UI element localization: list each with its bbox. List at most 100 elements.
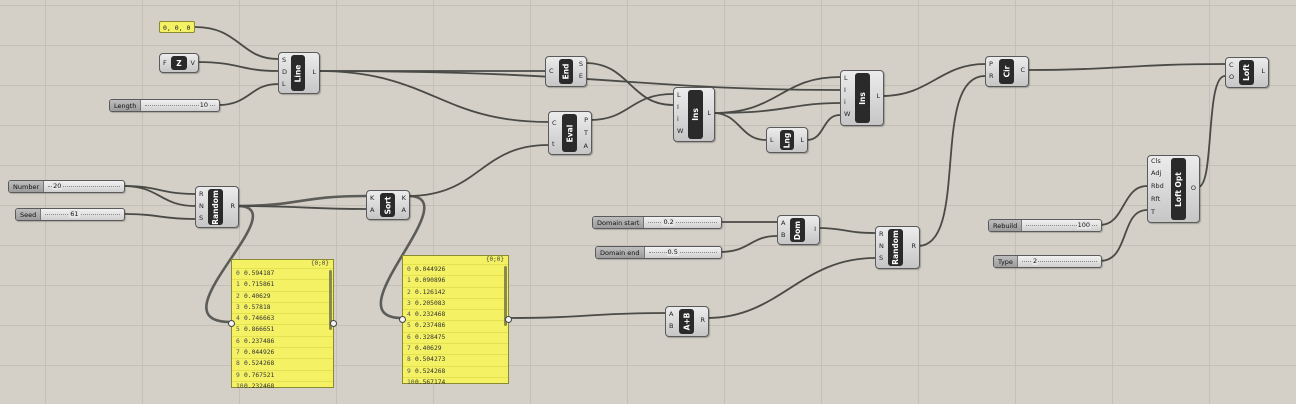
line-input-l[interactable]: L xyxy=(282,80,286,88)
panel-row-index: 6 xyxy=(236,337,240,345)
unit-z-input-f[interactable]: F xyxy=(163,59,167,67)
loftopt-input-cls[interactable]: Cls xyxy=(1151,157,1161,165)
cir-input-r[interactable]: R xyxy=(989,72,994,80)
loftopt-output-o[interactable]: O xyxy=(1190,184,1196,192)
line-input-d[interactable]: D xyxy=(282,68,288,76)
wire-z-to-line-d xyxy=(196,61,279,72)
rebuild-slider[interactable]: Rebuild 100 xyxy=(988,219,1102,232)
insert-items-component-1[interactable]: L I i W Ins L xyxy=(673,87,715,142)
loftopt-input-rft[interactable]: Rft xyxy=(1151,195,1161,203)
eval-input-c[interactable]: C xyxy=(552,119,557,127)
ins1-input-i[interactable]: I xyxy=(677,103,679,111)
aplusb-input-a[interactable]: A xyxy=(669,310,674,318)
wire-sort-to-eval xyxy=(407,144,549,197)
loft-input-c[interactable]: C xyxy=(1229,61,1234,69)
ins1-input-w[interactable]: W xyxy=(677,127,684,135)
domain-end-slider-track[interactable]: 0.5 xyxy=(645,247,721,258)
random-component-2[interactable]: R N S Random R xyxy=(875,226,920,269)
dom-input-b[interactable]: B xyxy=(781,231,786,239)
end-output-s[interactable]: S xyxy=(578,60,583,68)
circle-component[interactable]: P R Cir C xyxy=(985,56,1029,87)
loft-options-component[interactable]: Cls Adj Rbd Rft T Loft Opt O xyxy=(1147,155,1200,223)
evaluate-curve-component[interactable]: C t Eval P T A xyxy=(548,111,592,155)
cir-input-p[interactable]: P xyxy=(989,60,993,68)
sort-list-component[interactable]: K A Sort K A xyxy=(366,190,410,220)
lng-input-l[interactable]: L xyxy=(770,136,774,144)
ins2-input-i[interactable]: I xyxy=(844,86,846,94)
ins2-input-l[interactable]: L xyxy=(844,74,848,82)
dom-input-a[interactable]: A xyxy=(781,219,786,227)
ins2-input-w[interactable]: W xyxy=(844,110,851,118)
list-length-component[interactable]: L Lng L xyxy=(766,127,808,153)
seed-slider[interactable]: Seed 61 xyxy=(15,208,125,221)
ins2-input-i2[interactable]: i xyxy=(844,98,846,106)
panel2-output-grip[interactable] xyxy=(505,316,512,323)
end-points-component[interactable]: C End S E xyxy=(545,56,587,87)
number-slider-track[interactable]: 20 xyxy=(44,181,124,192)
panel-row-index: 1 xyxy=(236,281,240,289)
number-slider[interactable]: Number 20 xyxy=(8,180,125,193)
loftopt-input-t[interactable]: T xyxy=(1151,208,1155,216)
ins1-input-l[interactable]: L xyxy=(677,91,681,99)
sort-input-k[interactable]: K xyxy=(370,194,375,202)
random1-input-n[interactable]: N xyxy=(199,202,204,210)
cir-output-c[interactable]: C xyxy=(1020,66,1025,74)
length-slider-track[interactable]: 10 xyxy=(141,100,219,111)
eval-output-p[interactable]: P xyxy=(584,116,588,124)
random1-input-s[interactable]: S xyxy=(199,214,204,222)
line-input-s[interactable]: S xyxy=(282,56,287,64)
sort-output-a[interactable]: A xyxy=(401,206,406,214)
panel2-scrollbar[interactable] xyxy=(504,266,507,326)
eval-output-a[interactable]: A xyxy=(583,142,588,150)
dom-output-i[interactable]: I xyxy=(814,225,816,233)
aplusb-input-b[interactable]: B xyxy=(669,322,674,330)
loftopt-input-adj[interactable]: Adj xyxy=(1151,169,1162,177)
panel1-scrollbar[interactable] xyxy=(329,270,332,330)
loft-output-l[interactable]: L xyxy=(1261,67,1265,75)
insert-items-component-2[interactable]: L I i W Ins L xyxy=(840,70,884,126)
random1-input-r[interactable]: R xyxy=(199,190,204,198)
end-input-c[interactable]: C xyxy=(549,67,554,75)
end-output-e[interactable]: E xyxy=(578,72,583,80)
sort-input-a[interactable]: A xyxy=(370,206,375,214)
unit-z-output-v[interactable]: V xyxy=(190,59,195,67)
panel1-input-grip[interactable] xyxy=(228,320,235,327)
point-panel[interactable]: 0, 0, 0 xyxy=(159,21,195,33)
loft-component[interactable]: C O Loft L xyxy=(1225,57,1269,88)
wire-point-to-line-s xyxy=(194,26,279,60)
ins2-output-l[interactable]: L xyxy=(876,92,880,100)
eval-input-t[interactable]: t xyxy=(552,140,555,148)
random1-output-r[interactable]: R xyxy=(230,202,235,210)
loftopt-input-rbd[interactable]: Rbd xyxy=(1151,182,1164,190)
line-output-l[interactable]: L xyxy=(312,68,316,76)
unit-z-component[interactable]: F Z V xyxy=(159,53,199,73)
domain-start-slider-track[interactable]: 0.2 xyxy=(644,217,721,228)
random-component-1[interactable]: R N S Random R xyxy=(195,186,239,228)
type-slider-track[interactable]: 2 xyxy=(1018,256,1101,267)
panel1-output-grip[interactable] xyxy=(330,320,337,327)
sort-output-k[interactable]: K xyxy=(401,194,406,202)
ins1-input-i2[interactable]: i xyxy=(677,115,679,123)
lng-output-l[interactable]: L xyxy=(800,136,804,144)
random2-input-r[interactable]: R xyxy=(879,230,884,238)
rebuild-slider-track[interactable]: 100 xyxy=(1022,220,1101,231)
panel2-input-grip[interactable] xyxy=(399,316,406,323)
line-component[interactable]: S D L Line L xyxy=(278,52,320,94)
domain-end-slider[interactable]: Domain end 0.5 xyxy=(595,246,722,259)
random2-output-r[interactable]: R xyxy=(911,242,916,250)
construct-domain-component[interactable]: A B Dom I xyxy=(777,215,820,245)
type-slider[interactable]: Type 2 xyxy=(993,255,1102,268)
addition-component[interactable]: A B A+B R xyxy=(665,306,709,337)
domain-start-slider[interactable]: Domain start 0.2 xyxy=(592,216,722,229)
random2-input-s[interactable]: S xyxy=(879,254,884,262)
eval-output-t[interactable]: T xyxy=(584,129,588,137)
length-slider[interactable]: Length 10 xyxy=(109,99,220,112)
loft-input-o[interactable]: O xyxy=(1229,73,1235,81)
aplusb-output-r[interactable]: R xyxy=(700,316,705,324)
random2-input-n[interactable]: N xyxy=(879,242,884,250)
ins1-output-l[interactable]: L xyxy=(707,109,711,117)
seed-slider-track[interactable]: 61 xyxy=(41,209,124,220)
